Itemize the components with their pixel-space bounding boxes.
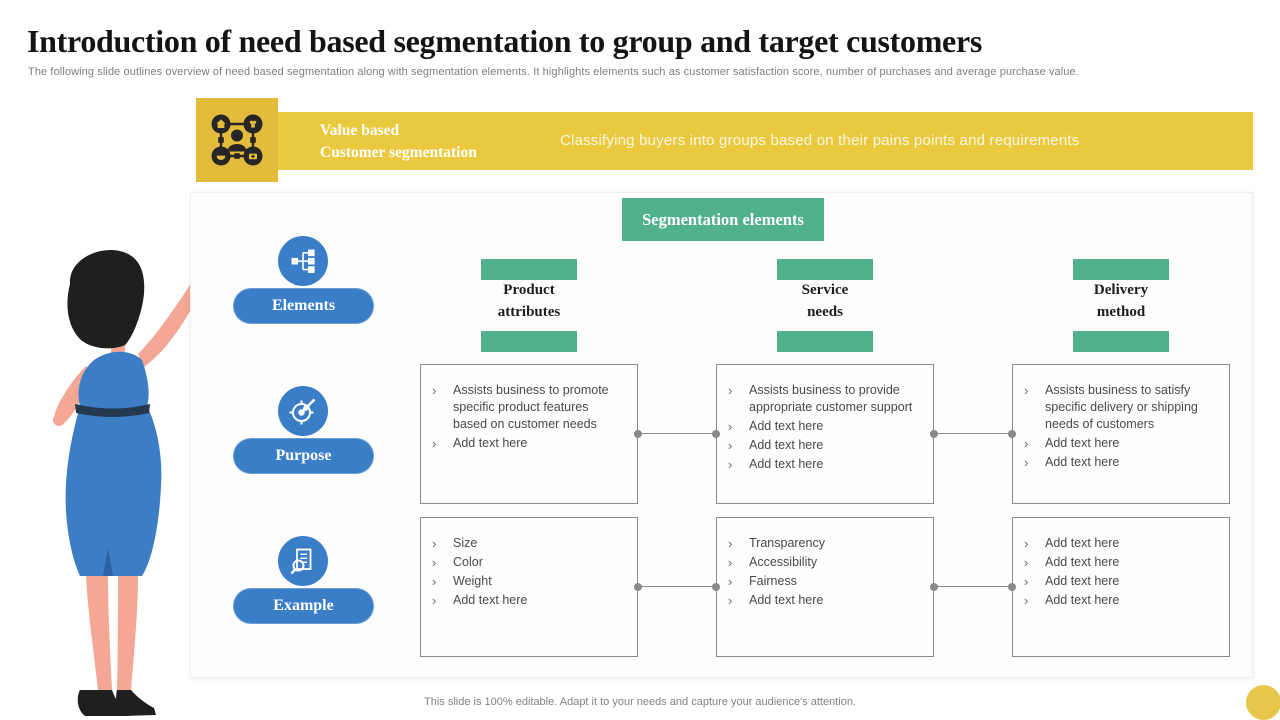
- example-box-product-attributes: Size Color Weight Add text here: [420, 517, 638, 657]
- bullet-item: Accessibility: [727, 554, 921, 571]
- page-title: Introduction of need based segmentation …: [27, 23, 983, 59]
- bullet-item: Add text here: [1023, 573, 1217, 590]
- connector-line: [930, 429, 1016, 438]
- green-bar: [481, 331, 577, 352]
- banner-heading: Value based Customer segmentation: [320, 120, 477, 164]
- banner-description: Classifying buyers into groups based on …: [560, 132, 1080, 149]
- bullet-item: Weight: [431, 573, 625, 590]
- green-bar: [777, 259, 873, 280]
- bullet-item: Add text here: [727, 592, 921, 609]
- banner-icon-box: [196, 98, 278, 182]
- bullet-item: Add text here: [727, 418, 921, 435]
- bullet-list: Assists business to provide appropriate …: [727, 382, 925, 473]
- bullet-item: Transparency: [727, 535, 921, 552]
- bullet-item: Add text here: [431, 435, 625, 452]
- banner-heading-line2: Customer segmentation: [320, 144, 477, 161]
- bullet-list: Transparency Accessibility Fairness Add …: [727, 535, 925, 609]
- connector-line: [634, 582, 720, 591]
- purpose-box-delivery-method: Assists business to satisfy specific del…: [1012, 364, 1230, 504]
- green-bar: [1073, 331, 1169, 352]
- bullet-list: Assists business to satisfy specific del…: [1023, 382, 1221, 471]
- diagram-panel: Segmentation elements Elements: [190, 192, 1253, 678]
- bullet-item: Add text here: [431, 592, 625, 609]
- bullet-list: Size Color Weight Add text here: [431, 535, 629, 609]
- connector-line: [634, 429, 720, 438]
- bullet-item: Add text here: [1023, 535, 1217, 552]
- accent-circle: [1246, 685, 1280, 720]
- purpose-icon-circle: [278, 386, 328, 436]
- elements-icon-circle: [278, 236, 328, 286]
- bullet-list: Add text here Add text here Add text her…: [1023, 535, 1221, 609]
- column-title: Service needs: [801, 282, 849, 320]
- bullet-item: Add text here: [1023, 454, 1217, 471]
- purpose-box-service-needs: Assists business to provide appropriate …: [716, 364, 934, 504]
- footer-note: This slide is 100% editable. Adapt it to…: [424, 696, 856, 708]
- example-box-delivery-method: Add text here Add text here Add text her…: [1012, 517, 1230, 657]
- hierarchy-icon: [291, 249, 315, 273]
- row-pill-purpose: Purpose: [233, 438, 374, 474]
- purpose-box-product-attributes: Assists business to promote specific pro…: [420, 364, 638, 504]
- bullet-item: Color: [431, 554, 625, 571]
- green-bar: [777, 331, 873, 352]
- presenter-illustration: [53, 250, 206, 716]
- green-bar: [481, 259, 577, 280]
- bullet-item: Fairness: [727, 573, 921, 590]
- column-title: Delivery method: [1093, 282, 1149, 320]
- document-search-icon: [290, 548, 312, 575]
- connector-line: [930, 582, 1016, 591]
- column-title: Product attributes: [497, 282, 561, 320]
- bullet-item: Add text here: [1023, 435, 1217, 452]
- customer-network-icon: [211, 114, 263, 166]
- green-bar: [1073, 259, 1169, 280]
- bullet-item: Add text here: [727, 456, 921, 473]
- bullet-item: Add text here: [1023, 592, 1217, 609]
- bullet-item: Assists business to provide appropriate …: [727, 382, 921, 416]
- page-subtitle: The following slide outlines overview of…: [28, 66, 1079, 78]
- diagram-header: Segmentation elements: [622, 198, 824, 241]
- bullet-item: Assists business to satisfy specific del…: [1023, 382, 1217, 433]
- banner-heading-line1: Value based: [320, 122, 400, 139]
- bullet-item: Assists business to promote specific pro…: [431, 382, 625, 433]
- banner-bar: Value based Customer segmentation Classi…: [278, 112, 1253, 170]
- row-pill-example: Example: [233, 588, 374, 624]
- bullet-list: Assists business to promote specific pro…: [431, 382, 629, 452]
- bullet-item: Add text here: [1023, 554, 1217, 571]
- example-box-service-needs: Transparency Accessibility Fairness Add …: [716, 517, 934, 657]
- row-pill-elements: Elements: [233, 288, 374, 324]
- target-arrow-icon: [289, 398, 316, 425]
- example-icon-circle: [278, 536, 328, 586]
- bullet-item: Add text here: [727, 437, 921, 454]
- bullet-item: Size: [431, 535, 625, 552]
